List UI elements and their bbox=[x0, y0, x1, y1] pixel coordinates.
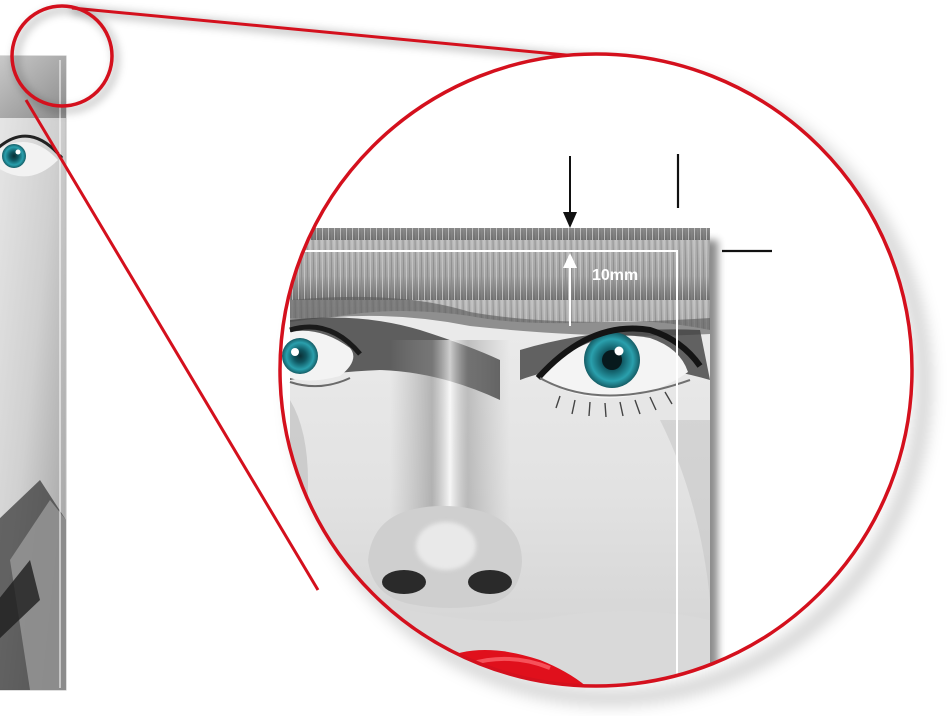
nose bbox=[368, 340, 522, 608]
magnified-page bbox=[282, 228, 710, 712]
margin-label: 10mm bbox=[592, 267, 638, 284]
magnified-view bbox=[270, 40, 930, 712]
